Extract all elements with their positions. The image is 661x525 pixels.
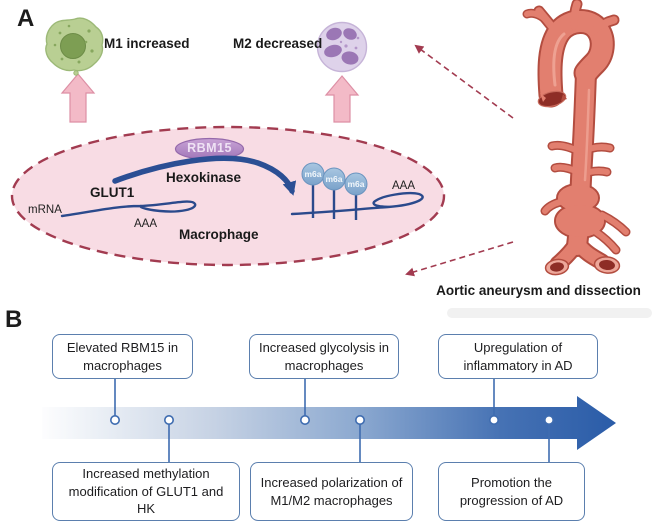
- macrophage-label: Macrophage: [179, 227, 259, 242]
- panel-b-label: B: [5, 306, 23, 333]
- bottom-box-promotion-progression: Promotion the progression of AD: [438, 462, 585, 521]
- dissection-tear: [537, 90, 567, 108]
- aorta-illustration: [522, 0, 631, 276]
- background-artifact: [447, 308, 652, 318]
- panel-a-label: A: [17, 5, 35, 32]
- aaa-right-label: AAA: [392, 180, 416, 192]
- m1-cell-icon: [45, 17, 104, 76]
- timeline-nodes: [110, 414, 554, 425]
- iliac-openings: [544, 256, 621, 276]
- top-box-elevated-rbm15: Elevated RBM15 in macrophages: [52, 334, 193, 379]
- m6a-label: m6a: [304, 169, 321, 179]
- aaa-left-label: AAA: [134, 218, 158, 230]
- m6a-label: m6a: [325, 174, 342, 184]
- glut1-label: GLUT1: [90, 185, 135, 200]
- hexokinase-label: Hexokinase: [166, 170, 242, 185]
- dashed-arrow-to-ellipse: [405, 241, 514, 277]
- m6a-label: m6a: [347, 179, 364, 189]
- timeline-connectors: [114, 379, 550, 462]
- m1-up-arrow-icon: [60, 73, 96, 123]
- mrna-strand-right: [290, 183, 424, 220]
- hexokinase-arrow: [112, 155, 297, 196]
- mrna-strand-left: [60, 200, 197, 218]
- bottom-box-polarization: Increased polarization of M1/M2 macropha…: [250, 462, 413, 521]
- m1-increased-label: M1 increased: [104, 36, 190, 51]
- top-box-increased-glycolysis: Increased glycolysis in macrophages: [249, 334, 399, 379]
- mrna-label: mRNA: [28, 204, 62, 216]
- m2-decreased-label: M2 decreased: [233, 36, 323, 51]
- rbm15-label: RBM15: [187, 141, 232, 155]
- top-box-upregulation-inflammatory: Upregulation of inflammatory in AD: [438, 334, 598, 379]
- m2-cell-icon: [316, 21, 368, 73]
- m6a-lollipop: m6a m6a m6a: [301, 162, 368, 196]
- bottom-box-methylation-modification: Increased methylation modification of GL…: [52, 462, 240, 521]
- timeline-arrow: [42, 396, 616, 450]
- macrophage-ellipse: [10, 125, 446, 267]
- dashed-arrow-to-m2: [414, 44, 514, 119]
- m2-up-arrow-icon: [324, 75, 360, 123]
- aorta-caption: Aortic aneurysm and dissection: [436, 283, 641, 298]
